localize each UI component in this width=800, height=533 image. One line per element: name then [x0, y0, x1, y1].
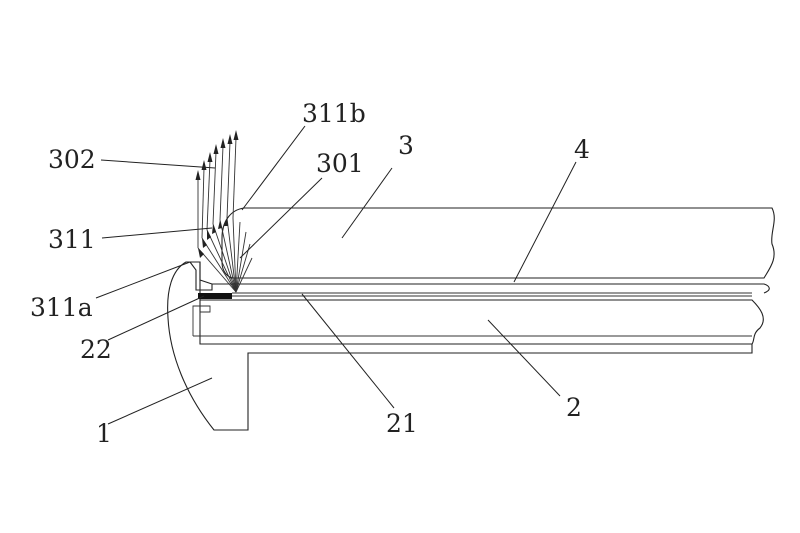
label-311b: 311b [302, 99, 366, 128]
component-22 [198, 293, 232, 299]
frame-body-1 [167, 261, 753, 431]
arrowheads-302 [195, 130, 239, 180]
leader-3 [341, 167, 393, 239]
light-rays-302 [197, 137, 237, 248]
layer-4 [212, 283, 770, 294]
label-21: 21 [386, 409, 418, 438]
label-22: 22 [80, 335, 112, 364]
panel-2 [200, 299, 764, 345]
leader-2 [487, 319, 561, 397]
label-2: 2 [566, 393, 582, 422]
lip-311a [188, 261, 213, 291]
leader-311 [101, 227, 213, 239]
leader-22 [107, 295, 205, 341]
label-302: 302 [48, 145, 96, 174]
leader-301 [239, 177, 323, 259]
arrowheads-301 [198, 218, 228, 258]
panel-3 [221, 207, 775, 279]
leader-302 [100, 159, 216, 169]
leader-21 [301, 293, 395, 409]
label-301: 301 [316, 149, 364, 178]
label-1: 1 [96, 419, 112, 448]
leader-4 [513, 161, 577, 283]
label-311a: 311a [30, 293, 93, 322]
leader-311a [95, 261, 191, 299]
frame-hook [192, 305, 211, 336]
label-3: 3 [398, 131, 414, 160]
leader-1 [107, 377, 213, 425]
leader-311b [241, 125, 306, 211]
label-4: 4 [574, 135, 590, 164]
label-311: 311 [48, 225, 96, 254]
light-rays-301 [197, 217, 253, 293]
